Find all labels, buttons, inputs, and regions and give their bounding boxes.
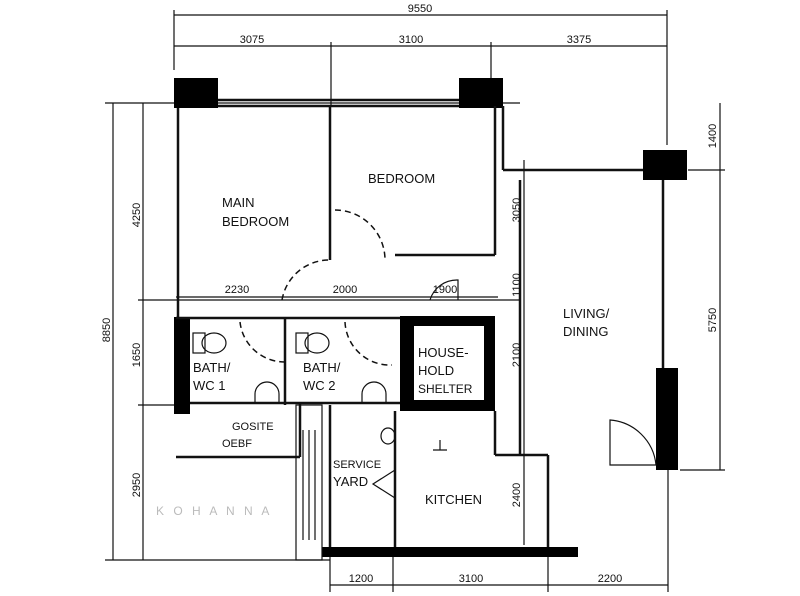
watermark: K O H A N N A (156, 504, 272, 518)
dim-int-3: 1900 (433, 284, 457, 296)
dim-bottom-3: 2200 (598, 573, 622, 585)
dim-int-2: 2000 (333, 284, 357, 296)
dim-right-2: 5750 (707, 308, 719, 332)
dim-left-1: 4250 (131, 203, 143, 227)
label-bath1-1: BATH/ (193, 360, 231, 375)
label-living-1: LIVING/ (563, 306, 610, 321)
label-bath2-2: WC 2 (303, 378, 336, 393)
main-bedroom-door[interactable] (281, 259, 331, 301)
label-bedroom: BEDROOM (368, 171, 435, 186)
dim-left-3: 2950 (131, 473, 143, 497)
bath1-door[interactable] (239, 321, 286, 363)
dim-bottom-2: 3100 (459, 573, 483, 585)
bottom-dimensions: 1200 3100 2200 (329, 455, 669, 592)
label-shelter-2: HOLD (418, 363, 454, 378)
label-bath2-1: BATH/ (303, 360, 341, 375)
internal-dimensions: 2230 2000 1900 (176, 284, 498, 298)
label-main-bedroom-2: BEDROOM (222, 214, 289, 229)
label-yard-2: YARD (333, 474, 368, 489)
label-shelter-3: SHELTER (418, 382, 473, 396)
dim-mid-4: 2400 (511, 483, 523, 507)
dim-int-1: 2230 (225, 284, 249, 296)
shelter-door[interactable] (429, 279, 459, 301)
top-dimensions: 9550 3075 3100 3375 (173, 3, 668, 145)
label-bath1-2: WC 1 (193, 378, 226, 393)
right-dimensions: 1400 5750 (680, 103, 725, 471)
dim-top-2: 3100 (399, 34, 423, 46)
dim-right-1: 1400 (707, 124, 719, 148)
walls (174, 78, 687, 561)
middle-dimensions: 3050 1100 2100 2400 (511, 160, 525, 545)
doors[interactable] (239, 209, 657, 499)
label-yard-1: SERVICE (333, 459, 381, 471)
bath2-door[interactable] (344, 321, 393, 366)
dim-bottom-1: 1200 (349, 573, 373, 585)
bedroom-door[interactable] (334, 209, 386, 261)
yard-door[interactable] (371, 469, 396, 499)
label-duct-2: OEBF (222, 438, 252, 450)
dim-left-2: 1650 (131, 343, 143, 367)
dim-top-total: 9550 (408, 3, 432, 15)
dim-left-total: 8850 (101, 318, 113, 342)
label-kitchen: KITCHEN (425, 492, 482, 507)
label-duct-1: GOSITE (232, 421, 274, 433)
dim-top-1: 3075 (240, 34, 264, 46)
main-entrance-door[interactable] (609, 419, 657, 466)
dim-top-3: 3375 (567, 34, 591, 46)
label-main-bedroom-1: MAIN (222, 195, 255, 210)
fixtures (192, 332, 447, 451)
label-living-2: DINING (563, 324, 609, 339)
room-labels: MAIN BEDROOM BEDROOM LIVING/ DINING BATH… (193, 171, 610, 507)
label-shelter-1: HOUSE- (418, 345, 469, 360)
